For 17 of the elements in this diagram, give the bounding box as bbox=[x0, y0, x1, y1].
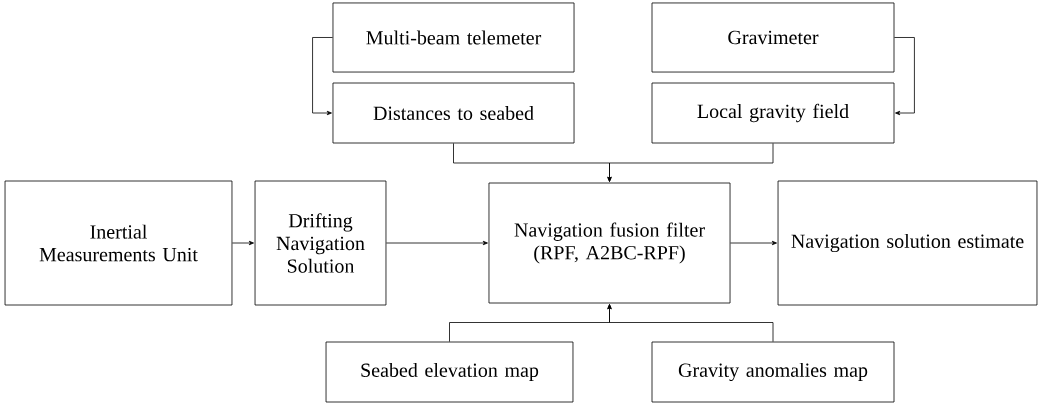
process-box: Gravity anomalies map bbox=[651, 341, 895, 403]
arrow bbox=[607, 304, 774, 342]
process-box: Drifting Navigation Solution bbox=[254, 180, 387, 306]
process-box: Inertial Measurements Unit bbox=[4, 180, 233, 306]
process-box: Distances to seabed bbox=[332, 82, 575, 144]
process-box: Navigation solution estimate bbox=[777, 180, 1038, 306]
arrow bbox=[385, 240, 488, 246]
process-box: Gravimeter bbox=[651, 2, 895, 73]
arrow bbox=[730, 240, 777, 246]
process-box: Seabed elevation map bbox=[325, 341, 574, 403]
process-box: Navigation fusion filter (RPF, A2BC-RPF) bbox=[488, 182, 731, 304]
arrow bbox=[894, 37, 915, 116]
arrow bbox=[607, 143, 774, 182]
arrow bbox=[231, 240, 254, 246]
arrow bbox=[312, 37, 333, 116]
process-box: Local gravity field bbox=[651, 82, 895, 144]
process-box: Multi-beam telemeter bbox=[332, 2, 575, 73]
